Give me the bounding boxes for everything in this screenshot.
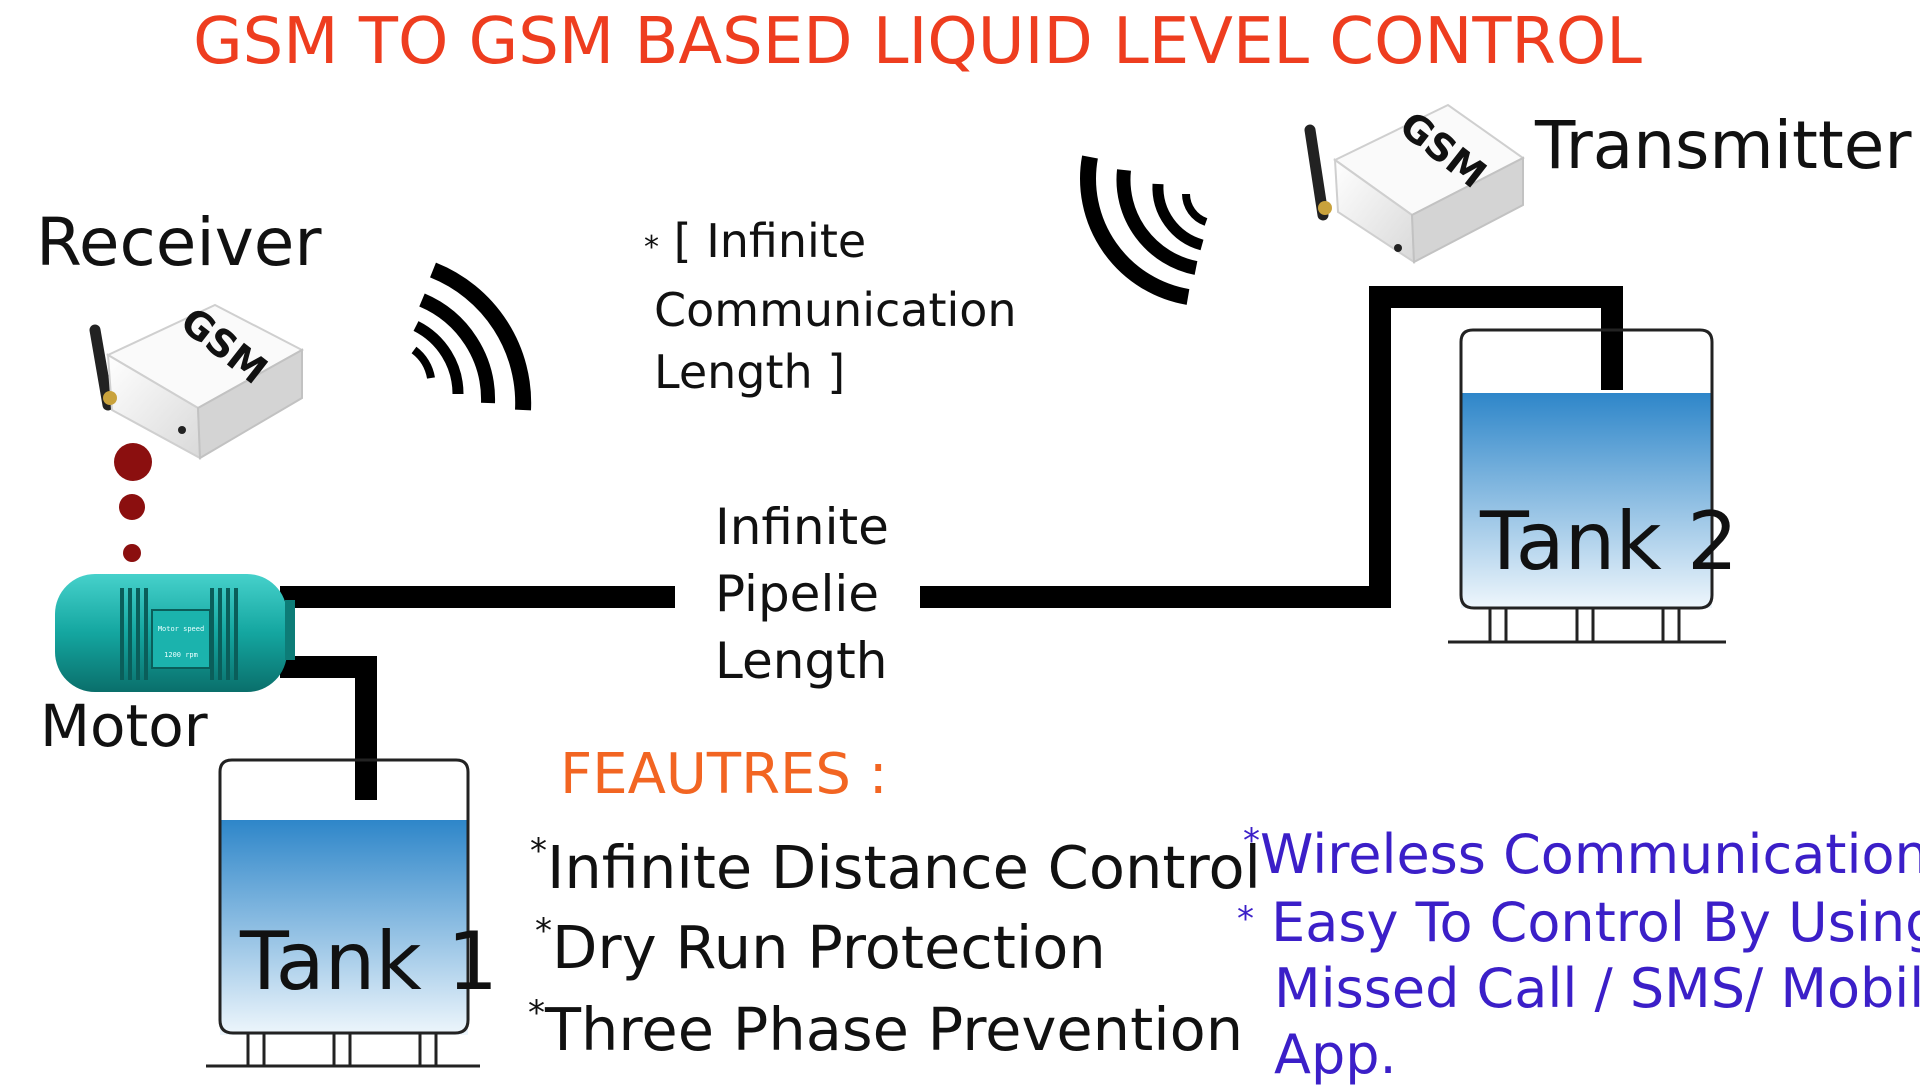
- signal-dots: [114, 443, 152, 562]
- communication-note: * [ Infinite Communication Length ]: [644, 210, 1017, 403]
- tank-1-outline: [218, 758, 470, 1035]
- tank-2-outline: [1459, 328, 1714, 610]
- communication-note-text1: [ Infinite: [673, 214, 867, 268]
- tank-1-water: [220, 820, 468, 1035]
- feature-line: Missed Call / SMS/ Mobile: [1274, 957, 1920, 1020]
- pipeline-note-line3: Length: [715, 632, 888, 690]
- tank-1-stand: [206, 1033, 480, 1068]
- pipe-motor-to-tank1: [280, 656, 377, 800]
- features-heading: FEAUTRES :: [560, 742, 888, 807]
- transmitter-wireless-waves-icon: [1080, 155, 1208, 305]
- motor-plate-line1: Motor speed: [158, 625, 204, 633]
- feature-item: *Infinite Distance Control: [530, 834, 1261, 897]
- transmitter-label: Transmitter: [1535, 107, 1912, 184]
- feature-text: Easy To Control By Using: [1271, 891, 1920, 954]
- motor-icon: Motor speed 1200 rpm: [55, 574, 295, 692]
- motor-plate-line2: 1200 rpm: [164, 651, 198, 659]
- feature-star: *: [1237, 899, 1254, 939]
- tank-2-stand: [1448, 608, 1726, 644]
- communication-note-star: *: [644, 230, 659, 265]
- feature-star: *: [535, 911, 552, 951]
- transmitter-gsm-device-icon: GSM: [1304, 103, 1525, 264]
- feature-star: *: [1243, 821, 1260, 861]
- feature-item: *Dry Run Protection: [535, 914, 1106, 977]
- page-title: GSM TO GSM BASED LIQUID LEVEL CONTROL: [193, 5, 1642, 79]
- tank-1-label: Tank 1: [240, 915, 499, 1008]
- motor-nameplate: [151, 609, 211, 669]
- feature-text: Dry Run Protection: [552, 913, 1106, 982]
- communication-note-line1: * [ Infinite: [644, 210, 1017, 279]
- feature-item-blue: * Easy To Control By Using Missed Call /…: [1237, 890, 1920, 1088]
- pipeline-note: Infinite Pipelie Length: [715, 494, 889, 695]
- feature-line: * Easy To Control By Using: [1237, 890, 1920, 956]
- feature-item: *Three Phase Prevention: [528, 996, 1243, 1059]
- receiver-label: Receiver: [36, 204, 322, 281]
- pipeline: [280, 286, 1623, 800]
- pipe-to-tank2: [920, 286, 1623, 608]
- pipeline-note-line1: Infinite: [715, 498, 889, 556]
- feature-text: Wireless Communication: [1260, 823, 1920, 886]
- feature-star: *: [528, 993, 545, 1033]
- feature-star: *: [530, 831, 547, 871]
- tank-1: [206, 758, 480, 1068]
- motor-label: Motor: [40, 692, 208, 760]
- communication-note-line2: Communication: [654, 283, 1017, 337]
- feature-text: Three Phase Prevention: [545, 995, 1244, 1064]
- feature-item-blue: *Wireless Communication: [1243, 824, 1920, 882]
- receiver-wireless-waves-icon: [411, 262, 532, 411]
- tank-2-label: Tank 2: [1480, 495, 1739, 588]
- receiver-gsm-device-icon: GSM: [89, 299, 305, 460]
- communication-note-line3: Length ]: [654, 345, 846, 399]
- feature-text: Infinite Distance Control: [547, 833, 1261, 902]
- tank-2: [1448, 328, 1726, 644]
- feature-line: App.: [1274, 1023, 1397, 1086]
- pipeline-note-line2: Pipelie: [715, 565, 879, 623]
- tank-2-water: [1461, 393, 1712, 608]
